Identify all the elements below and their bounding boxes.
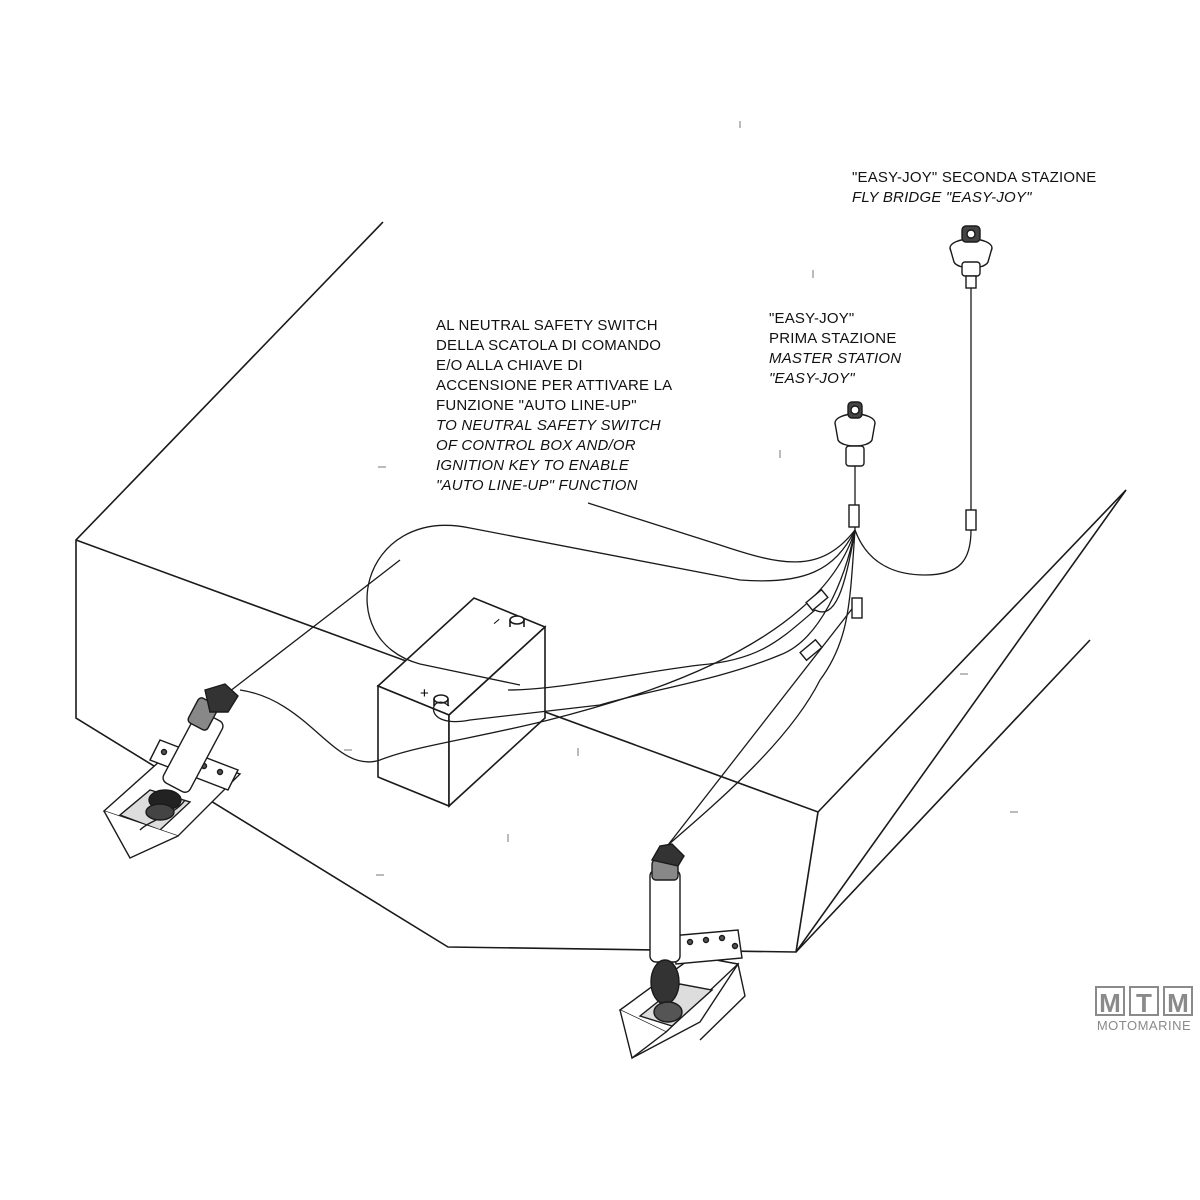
label-neutral-it-2: DELLA SCATOLA DI COMANDO bbox=[436, 337, 662, 354]
right-trim-tab-actuator-icon bbox=[618, 843, 746, 1060]
logo-letter-1: M bbox=[1095, 986, 1125, 1018]
connector-second-station bbox=[965, 509, 977, 531]
connector-a bbox=[805, 588, 829, 612]
cable-connectors bbox=[799, 504, 977, 662]
label-master-station-line4: "EASY-JOY" bbox=[769, 370, 855, 387]
label-second-station-line1: "EASY-JOY" SECONDA STAZIONE bbox=[852, 169, 1097, 186]
label-master-station-line3: MASTER STATION bbox=[769, 350, 902, 367]
label-neutral-switch: AL NEUTRAL SAFETY SWITCH DELLA SCATOLA D… bbox=[436, 316, 672, 496]
connector-d bbox=[848, 504, 860, 528]
battery bbox=[376, 597, 547, 808]
logo-letter-2: T bbox=[1129, 986, 1159, 1018]
logo-subtitle: MOTOMARINE bbox=[1096, 1018, 1192, 1033]
label-neutral-it-4: ACCENSIONE PER ATTIVARE LA bbox=[436, 377, 673, 394]
easy-joy-master-station-icon bbox=[834, 401, 876, 467]
easy-joy-second-station-icon bbox=[949, 225, 993, 289]
wiring-harness bbox=[224, 288, 972, 846]
battery-terminal-negative bbox=[509, 615, 525, 625]
label-neutral-it-5: FUNZIONE "AUTO LINE-UP" bbox=[436, 397, 637, 414]
motomarine-logo: M T M MOTOMARINE bbox=[1092, 986, 1196, 1033]
label-neutral-it-3: E/O ALLA CHIAVE DI bbox=[436, 357, 583, 374]
label-neutral-it-1: AL NEUTRAL SAFETY SWITCH bbox=[436, 317, 658, 334]
battery-plus-sign: + bbox=[420, 685, 429, 702]
label-neutral-en-2: OF CONTROL BOX AND/OR bbox=[436, 437, 636, 454]
label-master-station: "EASY-JOY" PRIMA STAZIONE MASTER STATION… bbox=[769, 309, 901, 389]
label-neutral-en-3: IGNITION KEY TO ENABLE bbox=[436, 457, 630, 474]
label-neutral-en-4: "AUTO LINE-UP" FUNCTION bbox=[436, 477, 638, 494]
label-second-station-line2: FLY BRIDGE "EASY-JOY" bbox=[852, 189, 1032, 206]
label-second-station: "EASY-JOY" SECONDA STAZIONE FLY BRIDGE "… bbox=[852, 168, 1096, 208]
label-neutral-en-1: TO NEUTRAL SAFETY SWITCH bbox=[436, 417, 661, 434]
logo-letters: M T M bbox=[1092, 986, 1196, 1018]
logo-letter-3: M bbox=[1163, 986, 1193, 1018]
connector-c bbox=[799, 638, 823, 662]
boat-hull bbox=[75, 221, 1127, 953]
drawing-ticks bbox=[344, 121, 1018, 876]
label-master-station-line2: PRIMA STAZIONE bbox=[769, 330, 897, 347]
label-master-station-line1: "EASY-JOY" bbox=[769, 310, 855, 327]
left-trim-tab-actuator-icon bbox=[102, 683, 242, 859]
connector-b bbox=[851, 597, 863, 619]
